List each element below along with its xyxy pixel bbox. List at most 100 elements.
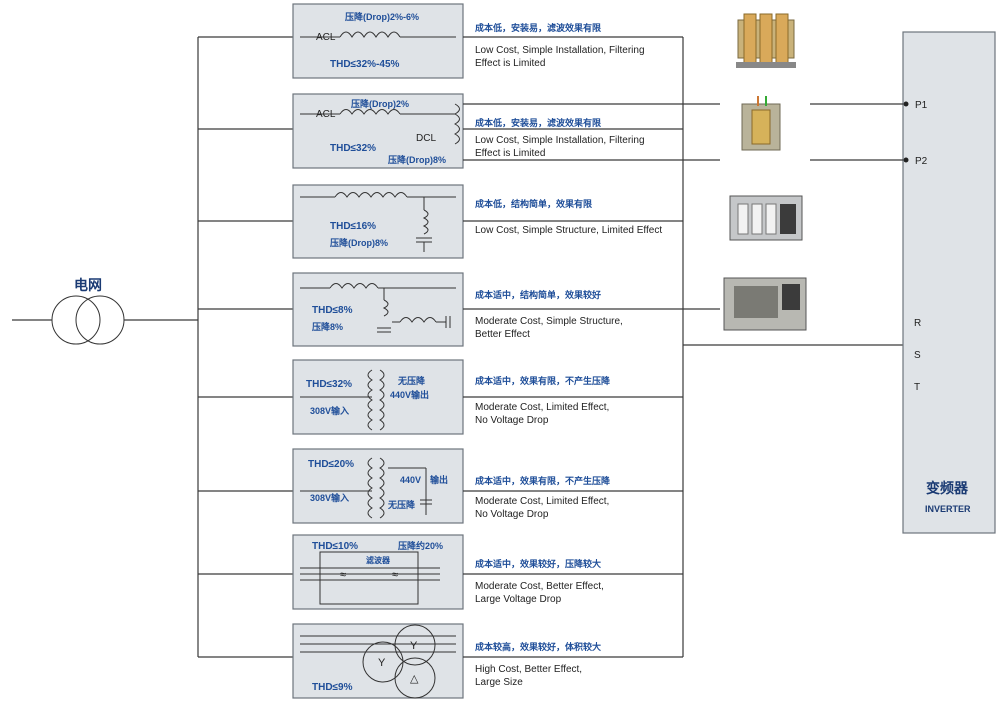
row-4-branch-inductor [399, 317, 437, 323]
reactor-coil-2 [759, 13, 773, 65]
grid-label: 电网 [74, 277, 102, 293]
row-8-desc-en-2: Large Size [475, 677, 523, 688]
row-1-desc-cn: 成本低，安装易，滤波效果有限 [475, 22, 602, 33]
row-4-shunt-inductor [382, 299, 389, 317]
row-5-input-label: 308V输入 [310, 405, 349, 416]
row-7-desc-cn: 成本适中，效果较好，压降较大 [475, 558, 601, 569]
filter-module-reactor [780, 204, 796, 234]
row-5-secondary-coil [379, 369, 385, 431]
row-2-ac-inductor [339, 109, 401, 115]
row-8-desc-en-1: High Cost, Better Effect, [475, 664, 582, 675]
terminal-s: S [914, 350, 921, 361]
active-filter-module [782, 284, 800, 310]
row-7-wave-a: ≈ [340, 569, 346, 581]
row-3-shunt-inductor [422, 209, 429, 235]
row-3-desc-cn: 成本低，结构简单，效果有限 [475, 198, 593, 209]
row-6-desc-en-2: No Voltage Drop [475, 509, 549, 520]
grid-transformer: 电网 [12, 277, 198, 345]
row-6-thd-label: THD≤20% [308, 459, 354, 470]
terminal-r: R [914, 318, 921, 329]
product-three-phase-reactor [736, 13, 796, 68]
inverter-title-en: INVERTER [925, 504, 971, 514]
row-3-desc-en-1: Low Cost, Simple Structure, Limited Effe… [475, 225, 662, 236]
row-6-440v-label: 440V [400, 475, 421, 485]
row-6-primary-coil [367, 457, 373, 519]
filter-row-4: THD≤8% 压降8% 成本适中，结构简单，效果较好 Moderate Cost… [198, 272, 720, 347]
row-7-filter-label: 滤波器 [366, 555, 391, 565]
row-1-desc-en-2: Effect is Limited [475, 58, 545, 69]
row-3-drop-label: 压降(Drop)8% [330, 237, 388, 248]
inverter-panel: P1 P2 R S T 变频器 INVERTER [810, 31, 996, 534]
row-2-dc-inductor [453, 103, 460, 145]
product-active-filter-unit [723, 277, 807, 331]
inverter-body [902, 31, 996, 534]
reactor-coil-3 [775, 13, 789, 65]
terminal-p2: P2 [915, 156, 928, 167]
row-2-desc-en-2: Effect is Limited [475, 148, 545, 159]
filter-row-2: ACL 压降(Drop)2% DCL THD≤32% 压降(Drop)8% 成本… [198, 93, 720, 169]
row-4-drop-label: 压降8% [312, 321, 343, 332]
row-8-coil-top [394, 624, 436, 666]
row-2-desc-cn: 成本低，安装易，滤波效果有限 [475, 117, 602, 128]
row-2-dcl-label: DCL [416, 133, 436, 144]
row-6-output-label: 输出 [430, 474, 448, 485]
row-8-wye-top: Y [410, 640, 418, 652]
row-5-desc-en-2: No Voltage Drop [475, 415, 549, 426]
p2-terminal-dot [903, 157, 909, 163]
row-5-nodrop-label: 无压降 [397, 375, 426, 386]
filter-module-cap-2 [751, 203, 763, 235]
row-6-input-label: 308V输入 [310, 492, 349, 503]
row-4-thd-label: THD≤8% [312, 305, 353, 316]
row-6-desc-en-1: Moderate Cost, Limited Effect, [475, 496, 609, 507]
row-5-primary-coil [367, 369, 373, 431]
filter-row-3: THD≤16% 压降(Drop)8% 成本低，结构简单，效果有限 Low Cos… [198, 184, 683, 259]
filter-box-6 [292, 448, 464, 524]
filter-module-cap-3 [765, 203, 777, 235]
row-5-desc-en-1: Moderate Cost, Limited Effect, [475, 402, 609, 413]
row-4-inductor [329, 283, 379, 289]
row-4-desc-cn: 成本适中，结构简单，效果较好 [475, 289, 601, 300]
row-3-thd-label: THD≤16% [330, 221, 376, 232]
reactor-base [736, 62, 796, 68]
filter-row-8: Y Y △ THD≤9% 成本较高，效果较好，体积较大 High Cost, B… [198, 623, 683, 699]
row-8-delta: △ [410, 673, 419, 685]
filter-row-5: THD≤32% 无压降 440V输出 308V输入 成本适中，效果有限，不产生压… [198, 359, 683, 435]
reactor-coil-1 [743, 13, 757, 65]
inverter-title-cn: 变频器 [926, 480, 969, 496]
row-7-drop-label: 压降约20% [398, 540, 443, 551]
filter-box-2 [292, 93, 464, 169]
row-7-desc-en-1: Moderate Cost, Better Effect, [475, 581, 604, 592]
p1-terminal-dot [903, 101, 909, 107]
row-8-desc-cn: 成本较高，效果较好，体积较大 [475, 641, 601, 652]
row-6-desc-cn: 成本适中，效果有限，不产生压降 [475, 475, 611, 486]
row-5-output-label: 440V输出 [390, 389, 429, 400]
row-3-inductor [334, 192, 408, 198]
active-filter-board [734, 286, 778, 318]
row-2-drop-label: 压降(Drop)2% [351, 98, 409, 109]
row-7-filter-block [319, 551, 419, 605]
filter-module-cap-1 [737, 203, 749, 235]
product-dc-reactor [741, 96, 781, 151]
filter-box-7 [292, 534, 464, 610]
row-7-thd-label: THD≤10% [312, 541, 358, 552]
row-6-nodrop-label: 无压降 [387, 499, 416, 510]
row-1-inductor [339, 31, 401, 38]
row-4-desc-en-2: Better Effect [475, 329, 530, 340]
row-8-thd-label: THD≤9% [312, 682, 353, 693]
row-2-drop2-label: 压降(Drop)8% [388, 154, 446, 165]
row-7-desc-en-2: Large Voltage Drop [475, 594, 562, 605]
row-5-desc-cn: 成本适中，效果有限，不产生压降 [475, 375, 611, 386]
filter-box-1 [292, 3, 464, 79]
filter-row-7: ≈ ≈ THD≤10% 压降约20% 滤波器 成本适中，效果较好，压降较大 Mo… [198, 534, 683, 610]
terminal-p1: P1 [915, 100, 928, 111]
terminal-t: T [914, 382, 920, 393]
filter-row-6: THD≤20% 440V 输出 308V输入 无压降 成本适中，效果有限，不产生… [198, 448, 683, 524]
filter-row-1: ACL 压降(Drop)2%-6% THD≤32%-45% 成本低，安装易，滤波… [198, 3, 683, 79]
row-2-thd-label: THD≤32% [330, 143, 376, 154]
row-4-desc-en-1: Moderate Cost, Simple Structure, [475, 316, 623, 327]
row-1-thd-label: THD≤32%-45% [330, 59, 400, 70]
row-7-wave-b: ≈ [392, 569, 398, 581]
product-passive-filter-module [729, 195, 803, 241]
row-1-drop-label: 压降(Drop)2%-6% [345, 11, 419, 22]
